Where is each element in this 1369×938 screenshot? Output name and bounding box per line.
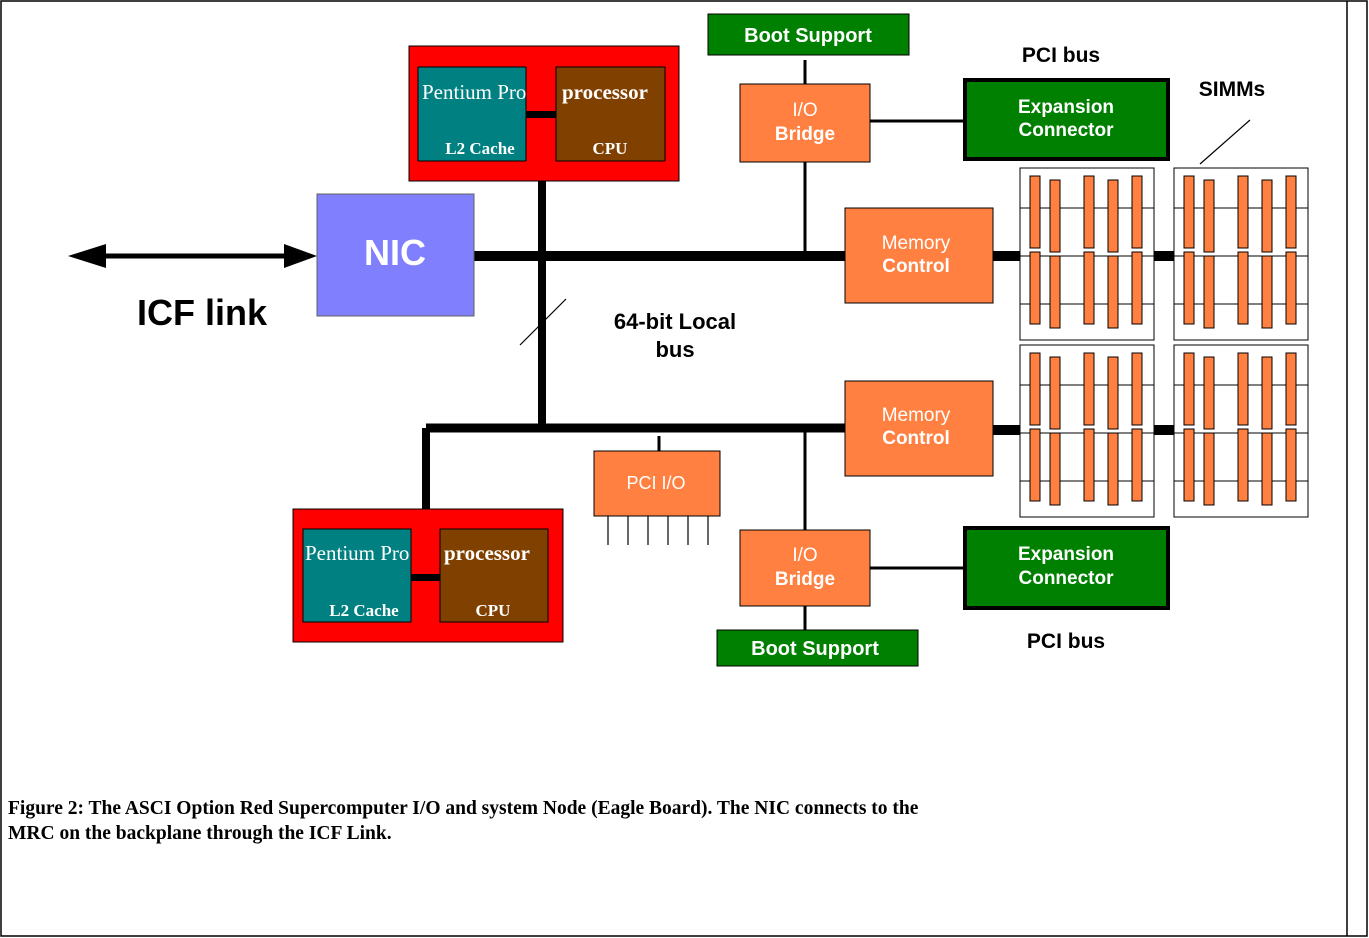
simm-module	[1237, 175, 1249, 249]
top-pci-bus-label: PCI bus	[1022, 44, 1100, 67]
simm-module	[1237, 352, 1249, 426]
simm-module	[1049, 356, 1061, 430]
bottom-pci-bus-label: PCI bus	[1027, 630, 1105, 653]
bottom-expansion-connector-box	[963, 526, 1170, 610]
pci-io-box	[593, 450, 721, 517]
simm-module	[1131, 251, 1143, 325]
simm-module	[1049, 179, 1061, 253]
simm-module	[1183, 352, 1195, 426]
simm-module	[1083, 352, 1095, 426]
top-boot-support-label: Boot Support	[744, 25, 872, 47]
icf-link-label: ICF link	[137, 292, 268, 333]
bottom-io-bridge-line1: I/O	[792, 545, 817, 566]
local-bus-label-line1: 64-bit Local	[614, 309, 736, 334]
simm-module	[1183, 428, 1195, 502]
bottom-processor-label: processor	[444, 541, 530, 565]
simm-module	[1107, 356, 1119, 430]
simm-module	[1261, 179, 1273, 253]
nic-box	[316, 193, 475, 317]
top-processor-module: Pentium Pro processor L2 Cache CPU	[408, 45, 680, 182]
simm-module	[1083, 175, 1095, 249]
icf-link-arrow	[68, 244, 317, 268]
figure-caption: Figure 2: The ASCI Option Red Supercompu…	[8, 796, 1308, 846]
bottom-boot-support-box	[716, 629, 919, 667]
top-processor-label: processor	[562, 80, 648, 104]
simm-module	[1285, 251, 1297, 325]
top-memory-control-box	[844, 207, 994, 304]
simm-module	[1029, 251, 1041, 325]
top-memory-control-line1: Memory	[882, 233, 951, 254]
simm-module	[1049, 432, 1061, 506]
top-cpu-label: CPU	[593, 139, 628, 158]
simm-module	[1029, 175, 1041, 249]
top-l2-cache-label: L2 Cache	[445, 139, 515, 158]
simms-label: SIMMs	[1199, 78, 1266, 101]
simm-module	[1131, 352, 1143, 426]
local-bus-lines	[422, 60, 1251, 631]
bottom-cpu-box	[439, 528, 549, 623]
pci-io-pins	[607, 516, 709, 545]
top-cpu-box	[555, 66, 666, 162]
top-expansion-connector-box	[963, 78, 1170, 161]
top-io-bridge-line1: I/O	[792, 100, 817, 121]
caption-line2: MRC on the backplane through the ICF Lin…	[8, 823, 392, 844]
simm-module	[1237, 251, 1249, 325]
bottom-expansion-line2: Connector	[1019, 568, 1115, 589]
caption-line1: Figure 2: The ASCI Option Red Supercompu…	[8, 798, 919, 819]
top-io-bridge-box	[739, 83, 871, 163]
simm-module	[1131, 175, 1143, 249]
top-l2-cache-box	[417, 66, 527, 162]
simm-module	[1083, 251, 1095, 325]
simm-banks	[1019, 167, 1309, 518]
top-memory-control-line2: Control	[882, 256, 950, 277]
simm-module	[1285, 352, 1297, 426]
simm-module	[1183, 175, 1195, 249]
nic-label: NIC	[364, 232, 426, 273]
pci-io-label: PCI I/O	[626, 473, 685, 493]
bottom-io-bridge-line2: Bridge	[775, 569, 835, 590]
bottom-memory-control-line2: Control	[882, 428, 950, 449]
simm-module	[1261, 255, 1273, 329]
simm-module	[1107, 255, 1119, 329]
simm-module	[1049, 255, 1061, 329]
top-expansion-line2: Connector	[1019, 120, 1115, 141]
simm-module	[1131, 428, 1143, 502]
bottom-memory-control-line1: Memory	[882, 405, 951, 426]
simm-module	[1285, 175, 1297, 249]
simm-module	[1237, 428, 1249, 502]
simm-module	[1261, 356, 1273, 430]
simm-module	[1083, 428, 1095, 502]
simm-module	[1203, 356, 1215, 430]
simm-module	[1203, 255, 1215, 329]
bottom-io-bridge-box	[739, 529, 871, 607]
bottom-memory-control-box	[844, 380, 994, 477]
top-boot-support-box	[707, 13, 910, 56]
simm-module	[1183, 251, 1195, 325]
simm-module	[1285, 428, 1297, 502]
bottom-l2-cache-label: L2 Cache	[329, 601, 399, 620]
local-bus-label-line2: bus	[655, 337, 694, 362]
bottom-expansion-line1: Expansion	[1018, 544, 1114, 565]
bottom-cpu-label: CPU	[476, 601, 511, 620]
simm-module	[1029, 428, 1041, 502]
simm-module	[1203, 179, 1215, 253]
simm-module	[1107, 432, 1119, 506]
top-expansion-line1: Expansion	[1018, 97, 1114, 118]
bottom-boot-support-label: Boot Support	[751, 638, 879, 660]
simm-module	[1203, 432, 1215, 506]
simm-module	[1107, 179, 1119, 253]
simm-module	[1261, 432, 1273, 506]
top-io-bridge-line2: Bridge	[775, 124, 835, 145]
bottom-processor-module: Pentium Pro processor L2 Cache CPU	[292, 508, 564, 643]
bottom-pentium-pro-label: Pentium Pro	[305, 541, 409, 565]
simm-module	[1029, 352, 1041, 426]
top-pentium-pro-label: Pentium Pro	[422, 80, 526, 104]
